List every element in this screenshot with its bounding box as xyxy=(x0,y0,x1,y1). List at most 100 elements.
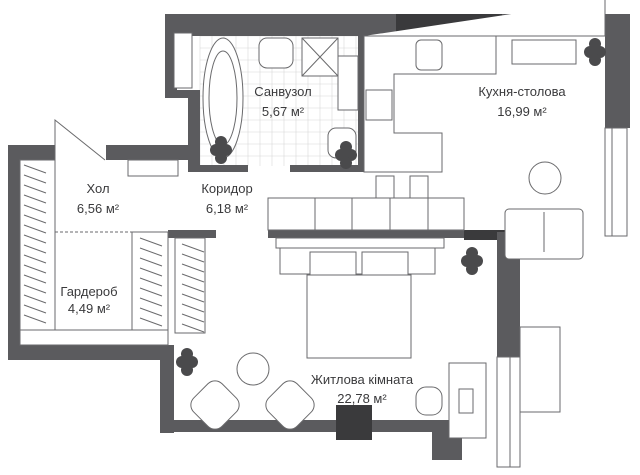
bathroom-fixtures xyxy=(173,32,359,159)
window-living-right xyxy=(496,356,521,468)
hanger xyxy=(23,234,47,244)
hanger xyxy=(23,294,47,304)
hanger xyxy=(181,273,205,283)
bar-stool xyxy=(409,175,429,201)
room-name-corridor: Коридор xyxy=(201,181,252,196)
hanger xyxy=(139,307,163,317)
column-dark xyxy=(336,405,372,440)
hanger xyxy=(23,314,47,324)
window-kitchen-right xyxy=(604,127,628,237)
room-name-hall: Хол xyxy=(86,181,109,196)
windows xyxy=(20,118,628,468)
laptop xyxy=(458,388,474,414)
radiator xyxy=(511,39,577,65)
hanger xyxy=(23,214,47,224)
hanger xyxy=(23,274,47,284)
hanger xyxy=(139,317,163,327)
room-area-kitchen: 16,99 м² xyxy=(497,104,547,119)
sink-icon xyxy=(258,37,294,69)
room-area-bathroom: 5,67 м² xyxy=(262,104,305,119)
hanger xyxy=(139,287,163,297)
plant-icon xyxy=(176,348,198,376)
hanger xyxy=(23,164,47,174)
hanger xyxy=(181,313,205,323)
wall-corridor-2 xyxy=(268,230,466,238)
hanger xyxy=(181,303,205,313)
wall-wardrobe-bottom xyxy=(8,345,174,360)
hanger xyxy=(181,263,205,273)
hanger xyxy=(23,304,47,314)
headboard xyxy=(275,237,445,249)
hanger xyxy=(181,293,205,303)
wall-bath-bottom-2 xyxy=(290,165,365,172)
corridor-bench xyxy=(267,197,465,231)
wall-bath-right xyxy=(358,36,364,172)
hanger xyxy=(23,244,47,254)
plant-icon xyxy=(335,141,357,169)
plants xyxy=(176,38,606,376)
radiator-balcony xyxy=(519,326,561,413)
plant-icon xyxy=(584,38,606,66)
wall-corridor-1 xyxy=(168,230,216,238)
desk xyxy=(448,362,487,439)
dining-table xyxy=(528,161,562,195)
hanger xyxy=(23,184,47,194)
plant-icon xyxy=(210,136,232,164)
hanger xyxy=(139,247,163,257)
wall-right-kitchen xyxy=(605,14,630,128)
room-name-kitchen: Кухня-столова xyxy=(478,84,566,99)
room-name-wardrobe: Гардероб xyxy=(60,284,117,299)
wall-bath-bottom-1 xyxy=(200,165,248,172)
closet-left xyxy=(19,159,56,346)
kitchen-sink-icon xyxy=(415,39,443,71)
wall-bath-step xyxy=(165,90,200,98)
coffee-table xyxy=(236,352,270,386)
bar-stool xyxy=(375,175,395,201)
hanger xyxy=(139,237,163,247)
hanger xyxy=(181,243,205,253)
stove-icon xyxy=(365,89,393,121)
wall-left xyxy=(8,145,20,360)
hanger xyxy=(23,284,47,294)
entry-bench xyxy=(127,159,179,177)
entrance-door[interactable] xyxy=(54,118,106,161)
hanger xyxy=(139,257,163,267)
pillow xyxy=(361,251,409,279)
wall-living-bottom xyxy=(160,420,445,432)
cabinet xyxy=(173,32,193,89)
wall-living-left xyxy=(160,345,174,433)
hanger xyxy=(23,254,47,264)
armchair-icon xyxy=(190,380,240,430)
room-name-living: Житлова кімната xyxy=(311,372,414,387)
living-furniture xyxy=(190,197,487,439)
hanger xyxy=(23,194,47,204)
washing-machine xyxy=(337,55,359,111)
hanger xyxy=(23,174,47,184)
closet-corridor xyxy=(174,237,206,334)
pillow xyxy=(309,251,357,279)
bed-frame xyxy=(279,247,436,275)
room-area-hall: 6,56 м² xyxy=(77,201,120,216)
hanger xyxy=(23,224,47,234)
plant-icon xyxy=(461,247,483,275)
hanger xyxy=(139,277,163,287)
hanger xyxy=(139,297,163,307)
window-living-top xyxy=(464,230,519,240)
hanger xyxy=(139,267,163,277)
kitchen-furniture xyxy=(363,0,606,260)
hanger xyxy=(181,253,205,263)
room-area-living: 22,78 м² xyxy=(337,391,387,406)
bed-icon xyxy=(306,274,412,359)
wall-living-right xyxy=(497,232,520,357)
shelf-bottom xyxy=(19,329,169,346)
wardrobe-furniture xyxy=(19,159,206,346)
room-name-bathroom: Санвузол xyxy=(254,84,311,99)
hanger xyxy=(181,283,205,293)
armchair-icon xyxy=(265,380,315,430)
room-labels: Санвузол 5,67 м² Кухня-столова 16,99 м² … xyxy=(60,84,566,406)
room-area-corridor: 6,18 м² xyxy=(206,201,249,216)
hanger xyxy=(23,264,47,274)
desk-chair-icon xyxy=(415,386,443,416)
hanger xyxy=(181,323,205,333)
